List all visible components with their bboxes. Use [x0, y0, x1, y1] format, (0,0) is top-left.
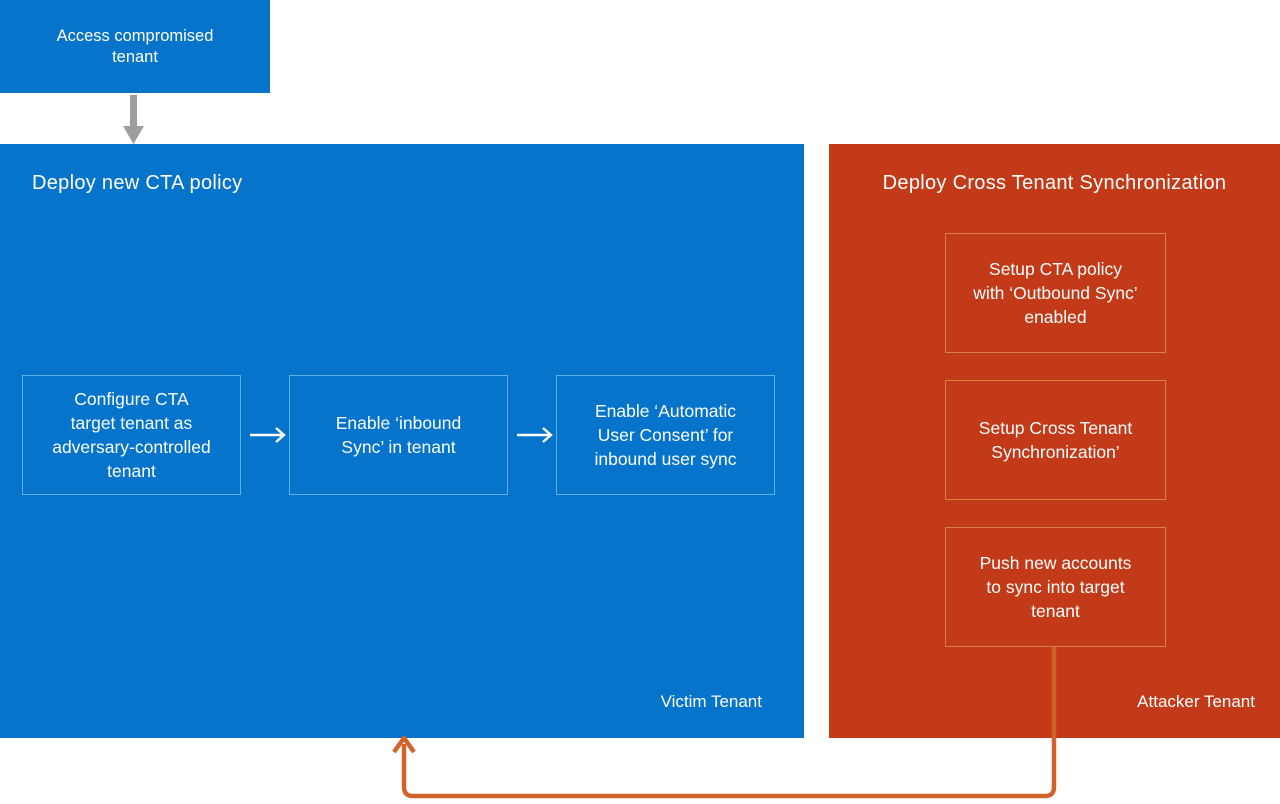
step-enable-inbound-sync: Enable ‘inbound Sync’ in tenant	[289, 375, 508, 495]
step-configure-cta-target-tenant: Configure CTA target tenant as adversary…	[22, 375, 241, 495]
attacker-tenant-label: Attacker Tenant	[1137, 692, 1255, 711]
start-node-label: Access compromised tenant	[56, 26, 214, 66]
start-node-access-compromised-tenant: Access compromised tenant	[0, 0, 270, 93]
step-push-new-accounts: Push new accounts to sync into target te…	[945, 527, 1166, 647]
step-setup-cta-policy-outbound-sync: Setup CTA policy with ‘Outbound Sync’ en…	[945, 233, 1166, 353]
victim-tenant-label: Victim Tenant	[660, 692, 762, 711]
step-label: Setup CTA policy with ‘Outbound Sync’ en…	[973, 259, 1138, 327]
step-label: Setup Cross Tenant Synchronization’	[978, 418, 1133, 462]
step-setup-cross-tenant-synchronization: Setup Cross Tenant Synchronization’	[945, 380, 1166, 500]
step-label: Configure CTA target tenant as adversary…	[52, 389, 211, 481]
step-label: Push new accounts to sync into target te…	[979, 553, 1132, 621]
right-arrow-icon	[517, 427, 553, 443]
attacker-tenant-panel: Deploy Cross Tenant Synchronization Setu…	[829, 144, 1280, 738]
step-enable-automatic-user-consent: Enable ‘Automatic User Consent’ for inbo…	[556, 375, 775, 495]
attacker-panel-title: Deploy Cross Tenant Synchronization	[882, 172, 1227, 194]
step-label: Enable ‘inbound Sync’ in tenant	[335, 413, 462, 457]
victim-panel-title: Deploy new CTA policy	[32, 172, 243, 194]
down-arrow-icon	[123, 95, 144, 144]
right-arrow-icon	[250, 427, 286, 443]
victim-tenant-panel: Deploy new CTA policy Configure CTA targ…	[0, 144, 804, 738]
step-label: Enable ‘Automatic User Consent’ for inbo…	[594, 401, 737, 469]
